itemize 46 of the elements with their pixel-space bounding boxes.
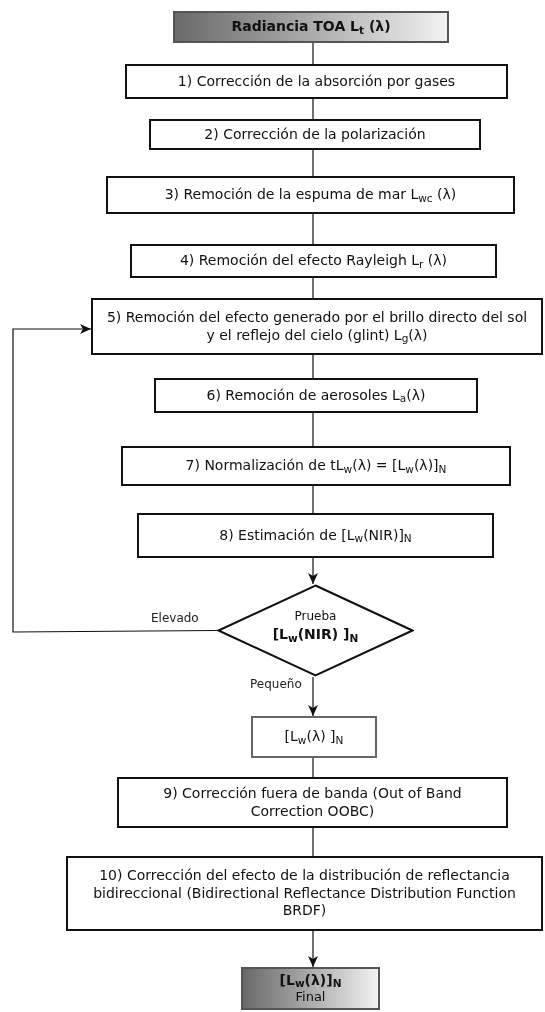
connector-line <box>312 98 314 120</box>
process-box <box>137 513 494 558</box>
step-label: 5) Remoción del efecto generado por el brillo directo del sol y el reflejo del cielo (glint) L$_{g}$(λ) <box>105 309 529 344</box>
step-label: 1) Corrección de la absorción por gases <box>177 72 456 91</box>
process-box <box>117 777 508 828</box>
process-box <box>154 378 478 413</box>
process-box <box>121 446 511 486</box>
connector-line <box>312 42 314 65</box>
process-box <box>91 298 543 355</box>
process-box <box>66 856 543 931</box>
arrow <box>12 324 218 633</box>
arrow <box>308 930 318 968</box>
process-box <box>106 176 515 214</box>
arrow <box>308 676 318 717</box>
process-box <box>130 244 497 278</box>
step-label: Radiancia TOA L$_{t}$ (λ) <box>231 18 391 36</box>
step-label: 8) Estimación de [L$_{w}$(NIR)]$_{N}$ <box>219 526 412 545</box>
step-label: 2) Corrección de la polarización <box>204 125 426 144</box>
connector-line <box>312 277 314 299</box>
step-label: Final <box>295 989 326 1006</box>
start-box <box>173 11 449 43</box>
process-box <box>149 119 481 150</box>
step-label: [L$_{w}$(λ)]$_{N}$ <box>279 971 342 990</box>
edge-label: Pequeño <box>249 678 303 690</box>
connector-line <box>312 485 314 514</box>
step-label: 6) Remoción de aerosoles L$_{a}$(λ) <box>206 386 426 405</box>
edge-label: Elevado <box>150 612 200 624</box>
connector-line <box>312 827 314 857</box>
step-label: 7) Normalización de tL$_{w}$(λ) = [L$_{w}$(λ)]$_{N}$ <box>185 457 447 475</box>
connector-line <box>312 213 314 245</box>
process-box <box>125 64 508 99</box>
step-label: 9) Corrección fuera de banda (Out of Band Correction OOBC) <box>162 785 463 820</box>
arrow <box>308 557 318 585</box>
connector-line <box>312 354 314 379</box>
step-label: 4) Remoción del efecto Rayleigh L$_{r}$ (λ) <box>179 252 448 270</box>
step-label: 3) Remoción de la espuma de mar L$_{wc}$ (λ) <box>164 186 457 204</box>
end-box <box>241 967 380 1010</box>
process-box <box>251 716 377 758</box>
connector-line <box>312 412 314 447</box>
step-label: 10) Corrección del efecto de la distribución de reflectancia bidireccional (Bidirectional Reflectance Distribution Function BRDF) <box>92 867 517 920</box>
decision-label: [L$_{w}$(NIR) ]$_{N}$ <box>272 626 359 644</box>
decision-diamond <box>217 584 414 677</box>
connector-line <box>312 149 314 177</box>
connector-line <box>312 757 314 778</box>
decision-caption: Prueba <box>294 609 337 625</box>
step-label: [L$_{w}$(λ) ]$_{N}$ <box>284 728 344 746</box>
